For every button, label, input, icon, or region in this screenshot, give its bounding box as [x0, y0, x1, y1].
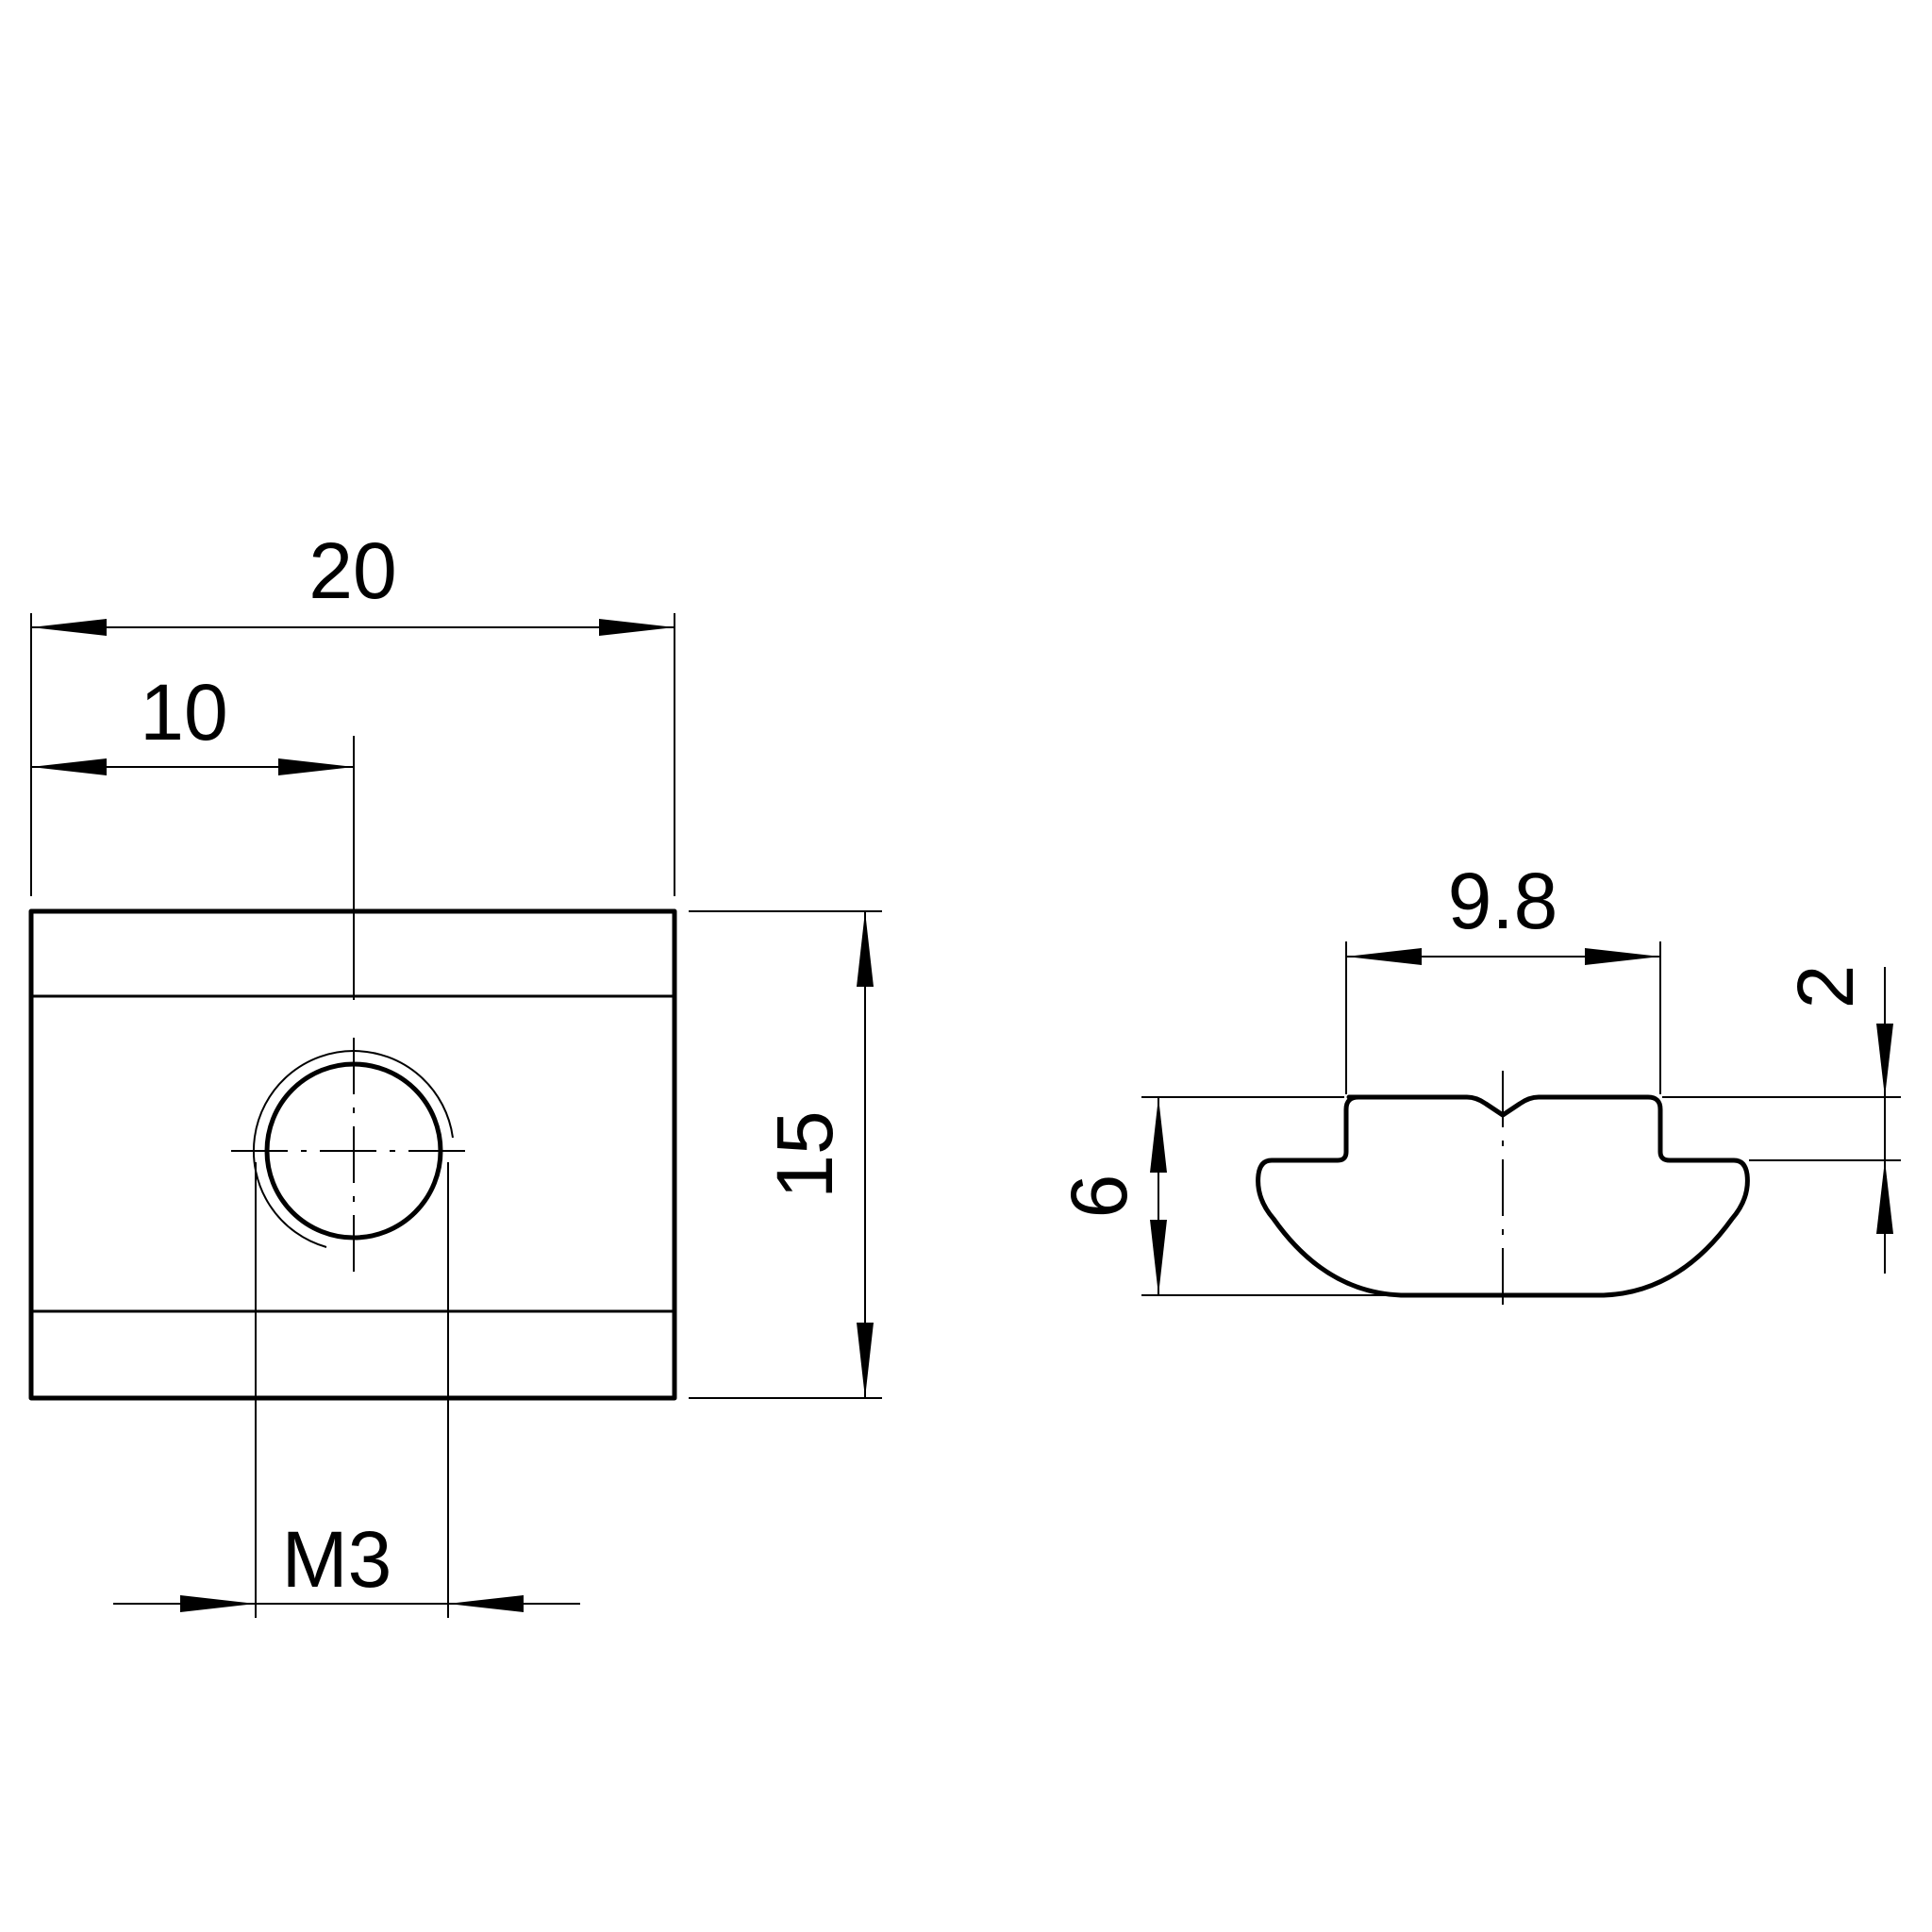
arrow-height-top — [857, 911, 874, 987]
dim-height-label: 15 — [760, 1110, 849, 1198]
arrow-thread-right — [448, 1595, 524, 1612]
arrow-profile-height-top — [1150, 1097, 1167, 1173]
arrow-height-bottom — [857, 1323, 874, 1398]
arrow-width-right — [599, 619, 675, 636]
arrow-profile-height-bottom — [1150, 1220, 1167, 1295]
front-view: 20 10 15 M3 — [28, 526, 882, 1618]
side-view: 9.8 6 2 — [1055, 857, 1901, 1311]
arrow-width-left — [31, 619, 107, 636]
arrow-step-top — [1876, 1024, 1893, 1097]
arrow-top-width-right — [1585, 948, 1660, 965]
dim-width-label: 20 — [308, 526, 396, 615]
dim-top-width-label: 9.8 — [1448, 857, 1558, 945]
arrow-thread-left — [180, 1595, 256, 1612]
profile-outline — [1256, 1094, 1750, 1298]
dim-step-label: 2 — [1781, 965, 1870, 1009]
dim-center-label: 10 — [140, 668, 227, 757]
dim-thread-label: M3 — [282, 1515, 392, 1604]
arrow-top-width-left — [1346, 948, 1422, 965]
arrow-center-right — [278, 758, 354, 775]
thread-hole-outer-arc — [252, 1050, 454, 1248]
dim-profile-height-label: 6 — [1055, 1174, 1143, 1219]
arrow-step-bottom — [1876, 1160, 1893, 1234]
arrow-center-left — [31, 758, 107, 775]
